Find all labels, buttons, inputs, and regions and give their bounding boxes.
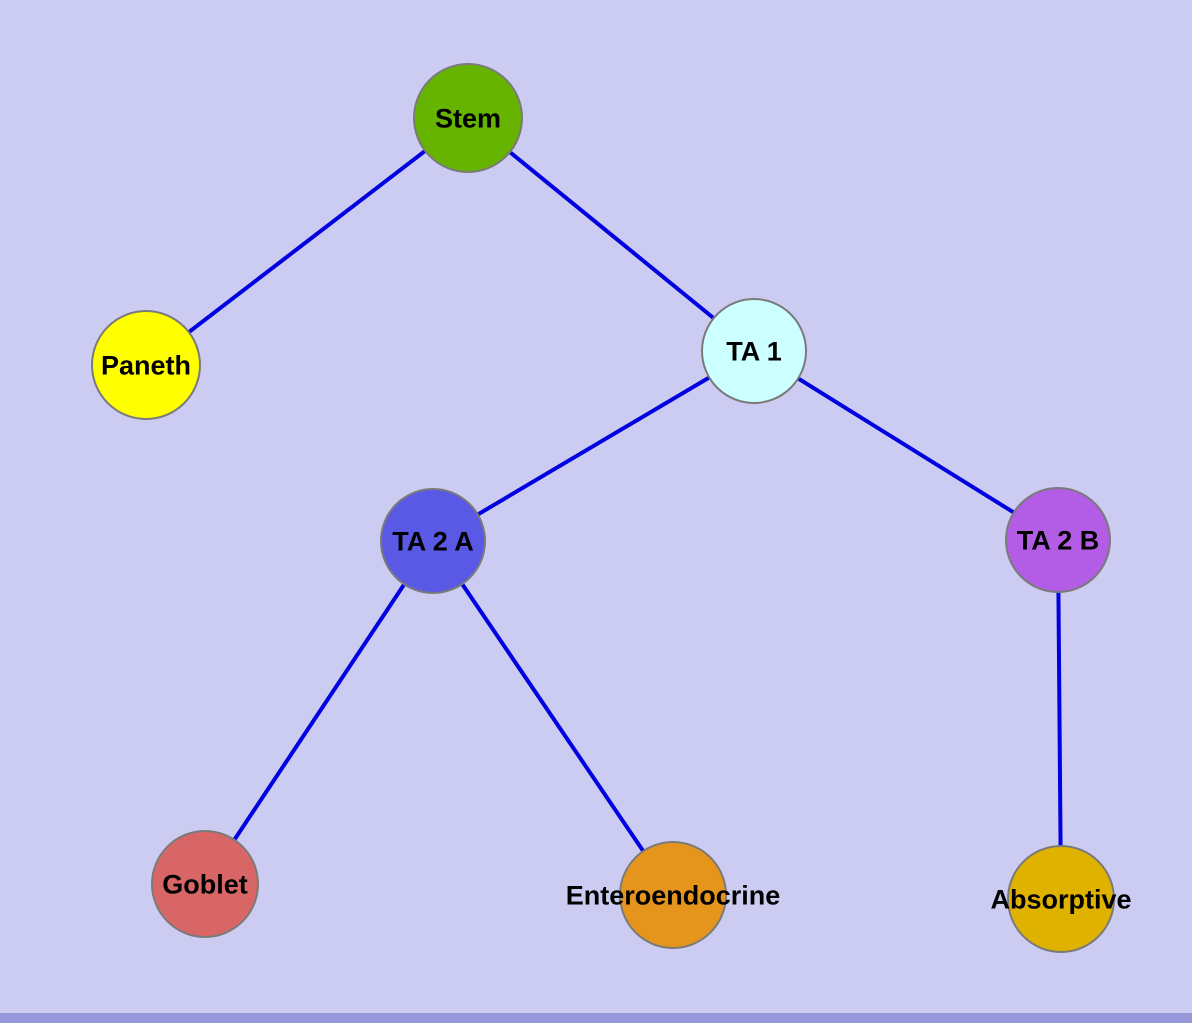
node-circle-ta1[interactable] <box>701 298 807 404</box>
edge-stem-paneth <box>144 116 470 367</box>
node-circle-paneth[interactable] <box>91 310 201 420</box>
edge-stem-ta1 <box>466 116 756 353</box>
window-bottom-edge <box>0 1013 1192 1023</box>
node-circle-absorptive[interactable] <box>1007 845 1115 953</box>
node-circle-enteroendocrine[interactable] <box>619 841 727 949</box>
edge-ta1-ta2a <box>431 349 756 543</box>
node-circle-ta2a[interactable] <box>380 488 486 594</box>
edge-ta2a-goblet <box>203 539 435 886</box>
node-ta2a[interactable]: TA 2 A <box>380 488 486 594</box>
edge-ta2a-enteroendocrine <box>431 539 675 897</box>
node-goblet[interactable]: Goblet <box>151 830 259 938</box>
edge-ta1-ta2b <box>752 349 1060 542</box>
node-circle-stem[interactable] <box>413 63 523 173</box>
node-circle-ta2b[interactable] <box>1005 487 1111 593</box>
node-circle-goblet[interactable] <box>151 830 259 938</box>
edge-ta2b-absorptive <box>1056 539 1063 900</box>
node-ta2b[interactable]: TA 2 B <box>1005 487 1111 593</box>
node-paneth[interactable]: Paneth <box>91 310 201 420</box>
node-ta1[interactable]: TA 1 <box>701 298 807 404</box>
node-stem[interactable]: Stem <box>413 63 523 173</box>
